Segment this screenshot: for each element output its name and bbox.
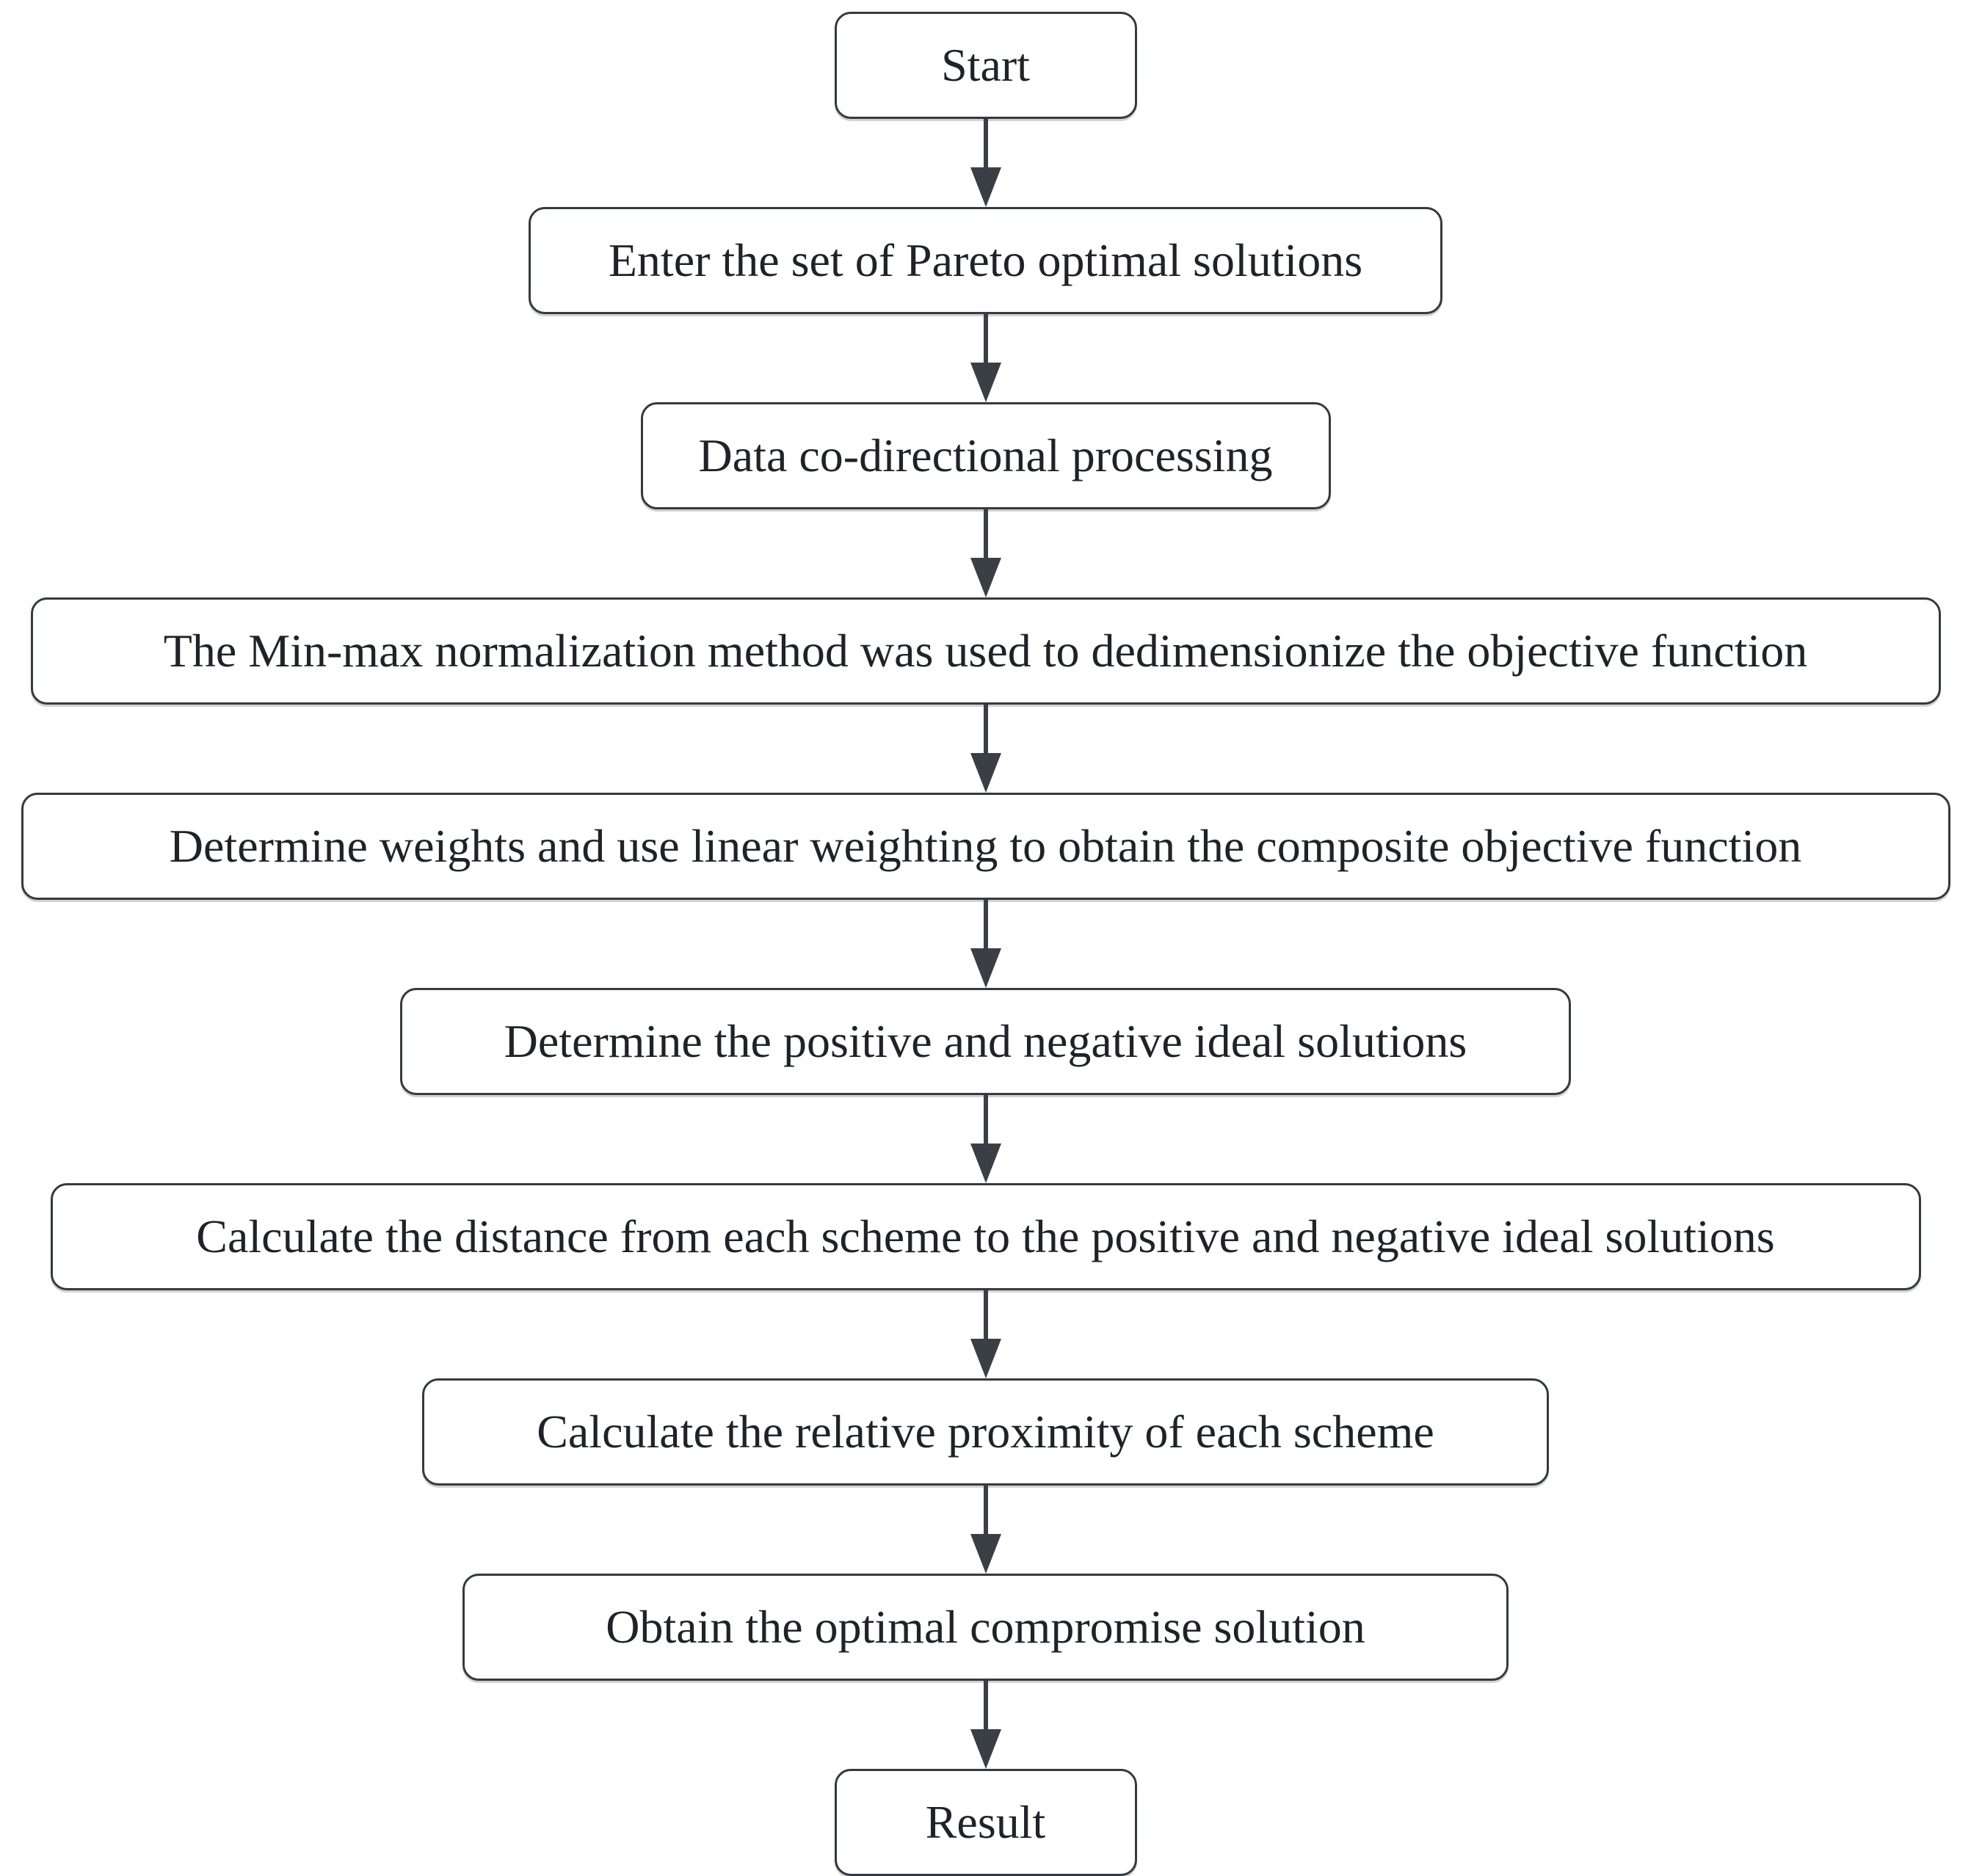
arrow-head-icon [970,558,1001,597]
flow-node-ideal-solutions: Determine the positive and negative idea… [400,988,1571,1095]
flow-node-enter-pareto-set: Enter the set of Pareto optimal solution… [529,207,1442,314]
flow-node-start: Start [834,12,1137,119]
down-arrow [970,119,1001,207]
arrow-head-icon [970,753,1001,793]
arrow-head-icon [970,363,1001,402]
flow-node-result-label: Result [925,1796,1046,1848]
flow-node-label: Obtain the optimal compromise solution [606,1601,1365,1653]
arrow-head-icon [970,1339,1001,1378]
arrow-head-icon [970,1729,1001,1769]
flow-node-linear-weighting: Determine weights and use linear weighti… [21,793,1950,900]
down-arrow [970,1095,1001,1183]
arrow-shaft [983,1681,988,1729]
arrow-shaft [983,509,988,558]
down-arrow [970,705,1001,793]
down-arrow [970,1486,1001,1574]
arrow-shaft [983,900,988,948]
arrow-shaft [983,119,988,167]
down-arrow [970,900,1001,988]
flow-node-label: Calculate the relative proximity of each… [537,1406,1434,1458]
flow-node-relative-proximity: Calculate the relative proximity of each… [422,1378,1549,1486]
down-arrow [970,1290,1001,1378]
flow-node-label: Determine the positive and negative idea… [504,1015,1467,1067]
down-arrow [970,509,1001,597]
flow-node-label: The Min-max normalization method was use… [163,625,1808,677]
flow-node-label: Enter the set of Pareto optimal solution… [608,234,1363,286]
down-arrow [970,1681,1001,1769]
flow-node-label: Data co-directional processing [698,429,1273,481]
arrow-head-icon [970,948,1001,988]
flow-node-label: Determine weights and use linear weighti… [169,820,1802,872]
arrow-shaft [983,1095,988,1144]
arrow-head-icon [970,1144,1001,1183]
flow-node-label: Calculate the distance from each scheme … [196,1210,1775,1262]
arrow-shaft [983,314,988,363]
flow-node-distance-calculation: Calculate the distance from each scheme … [50,1183,1921,1290]
flow-node-start-label: Start [941,39,1030,91]
down-arrow [970,314,1001,402]
arrow-shaft [983,1486,988,1534]
flow-node-result: Result [834,1769,1137,1876]
arrow-head-icon [970,167,1001,207]
flow-node-codirectional-processing: Data co-directional processing [640,402,1331,509]
arrow-shaft [983,705,988,753]
flow-node-minmax-normalization: The Min-max normalization method was use… [30,597,1941,705]
arrow-shaft [983,1290,988,1339]
arrow-head-icon [970,1534,1001,1574]
flow-node-optimal-compromise: Obtain the optimal compromise solution [462,1574,1509,1681]
